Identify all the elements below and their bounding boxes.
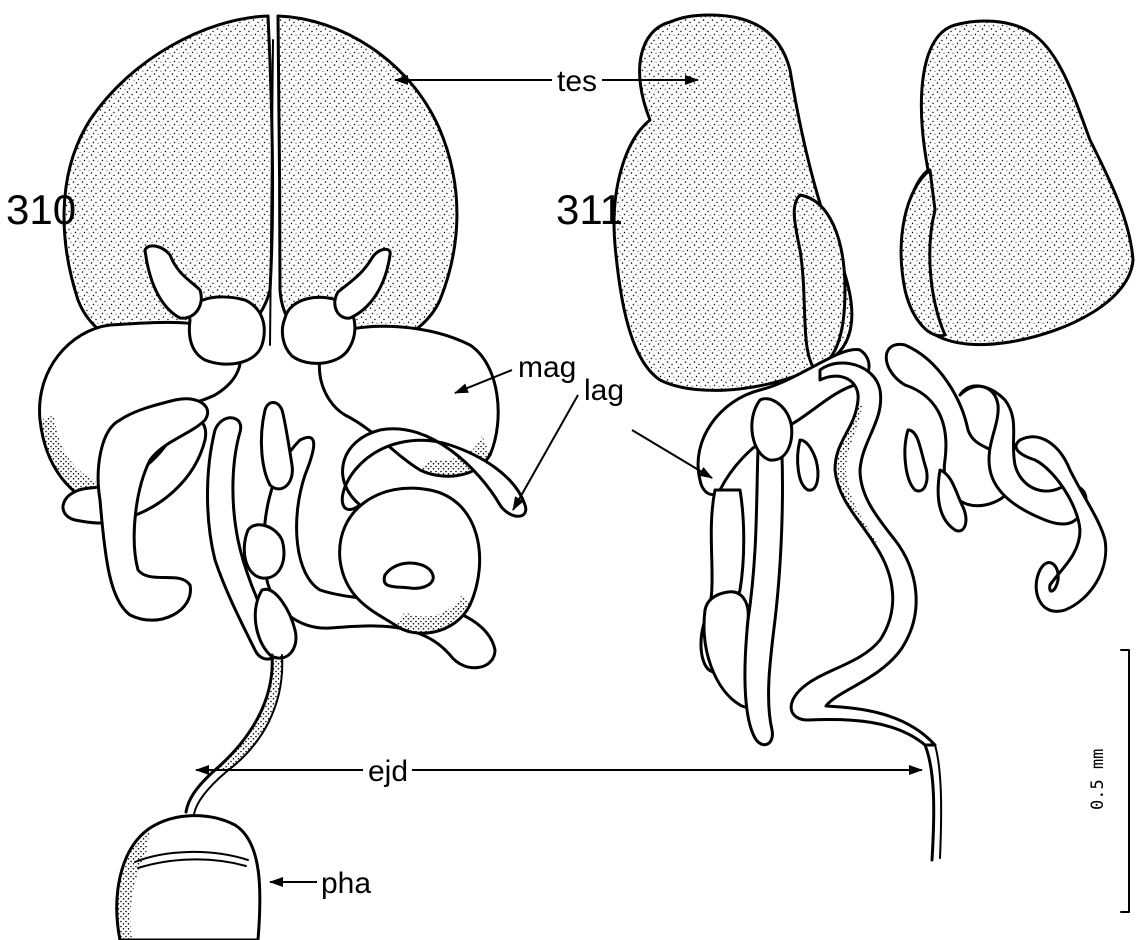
inner-tube-2 bbox=[244, 525, 284, 578]
scale-bar-line bbox=[1121, 650, 1129, 912]
lateral-gland-coil-left-2 bbox=[98, 399, 207, 620]
gland-311-small-tube-2 bbox=[798, 440, 818, 490]
testis-311-right bbox=[905, 21, 1133, 345]
label-lag: lag bbox=[584, 374, 624, 407]
ejaculatory-duct-311 bbox=[925, 745, 934, 860]
label-mag: mag bbox=[518, 351, 576, 384]
gland-311-small-tube-1 bbox=[905, 430, 927, 491]
lag-arrow-left bbox=[513, 395, 578, 510]
phallus bbox=[117, 816, 260, 940]
figure-number-311: 311 bbox=[556, 186, 623, 233]
figure-number-310: 310 bbox=[6, 186, 76, 233]
inner-tube-1 bbox=[261, 403, 292, 489]
label-ejd: ejd bbox=[368, 755, 408, 788]
scale-bar: 0.5 mm bbox=[1088, 650, 1129, 912]
label-tes: tes bbox=[557, 65, 597, 98]
figure-311-drawing bbox=[614, 15, 1133, 860]
lateral-gland-inner-loop bbox=[384, 563, 433, 588]
scale-bar-label: 0.5 mm bbox=[1088, 749, 1108, 810]
label-pha: pha bbox=[321, 867, 371, 900]
gland-311-center-s bbox=[791, 363, 935, 745]
figure-310-drawing bbox=[40, 16, 526, 940]
